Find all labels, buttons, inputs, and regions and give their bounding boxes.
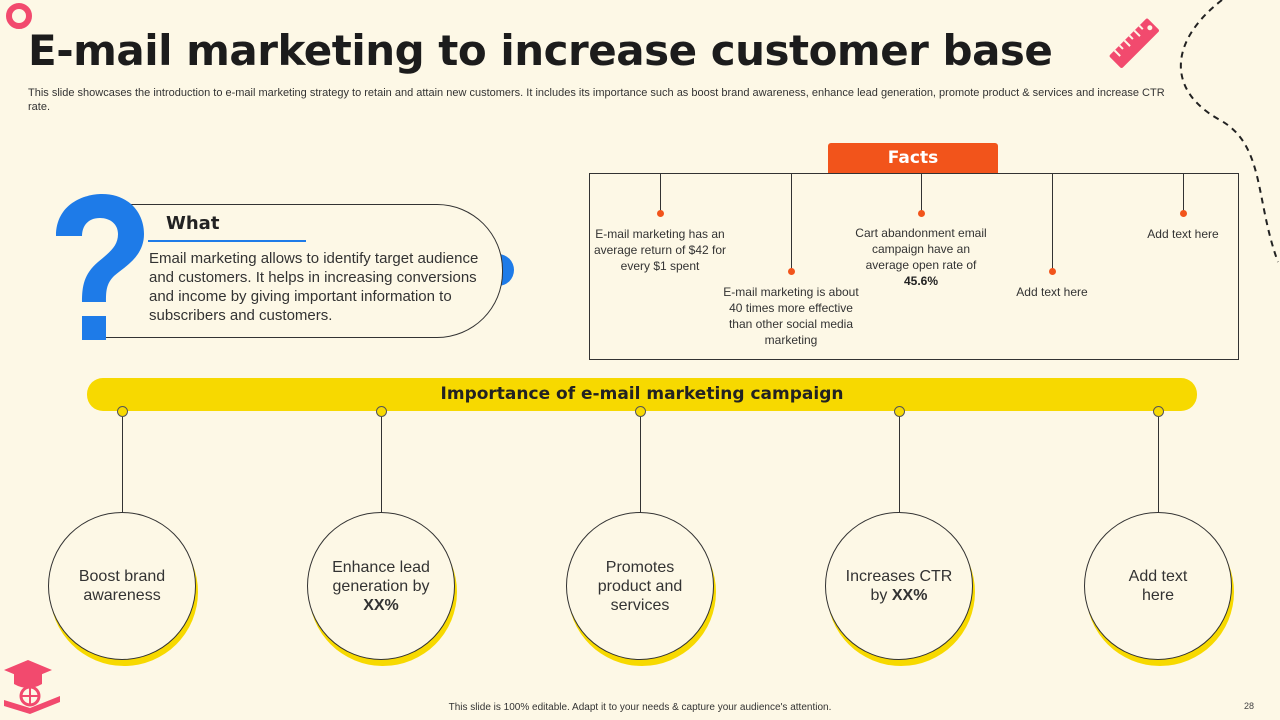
fact-connector <box>791 174 792 270</box>
slide-subtitle: This slide showcases the introduction to… <box>28 87 1165 113</box>
importance-dot <box>635 406 646 417</box>
slide-footer: This slide is 100% editable. Adapt it to… <box>448 702 832 713</box>
importance-item: Enhance lead generation by XX% <box>326 558 436 615</box>
fact-connector <box>921 174 922 212</box>
fact-dot <box>657 210 664 217</box>
importance-connector <box>899 413 900 513</box>
importance-item: Increases CTR by XX% <box>843 567 955 605</box>
importance-circle: Boost brand awareness <box>48 512 196 660</box>
fact-connector <box>1052 174 1053 270</box>
importance-item: Boost brand awareness <box>78 568 166 604</box>
fact-dot <box>1180 210 1187 217</box>
importance-item: Add text here <box>1128 568 1188 604</box>
fact-item: E-mail marketing is about 40 times more … <box>723 285 859 347</box>
importance-connector <box>122 413 123 513</box>
what-description: Email marketing allows to identify targe… <box>149 250 479 324</box>
what-title: What <box>166 213 220 234</box>
fact-item: Cart abandonment email campaign have an … <box>851 225 991 289</box>
importance-circle: Promotes product and services <box>566 512 714 660</box>
importance-item-highlight: XX% <box>363 596 399 614</box>
importance-bar-title: Importance of e-mail marketing campaign <box>87 378 1197 411</box>
what-underline <box>148 240 306 242</box>
importance-item-text: Enhance lead generation by <box>332 558 430 595</box>
fact-item-text: Cart abandonment email campaign have an … <box>855 226 987 272</box>
fact-item: Add text here <box>1147 227 1219 241</box>
importance-item-text: Increases CTR by <box>845 568 953 604</box>
importance-circle: Add text here <box>1084 512 1232 660</box>
graduation-book-icon <box>4 660 60 714</box>
slide-title: E-mail marketing to increase customer ba… <box>28 26 1053 75</box>
importance-item-highlight: XX% <box>891 587 928 604</box>
importance-circle: Enhance lead generation by XX% <box>307 512 455 660</box>
importance-dot <box>376 406 387 417</box>
importance-dot <box>1153 406 1164 417</box>
importance-item: Promotes product and services <box>597 558 683 614</box>
fact-dot <box>1049 268 1056 275</box>
importance-connector <box>1158 413 1159 513</box>
ring-icon <box>6 3 32 29</box>
importance-dot <box>894 406 905 417</box>
fact-connector <box>660 174 661 212</box>
fact-dot <box>788 268 795 275</box>
page-number: 28 <box>1244 701 1255 711</box>
facts-box <box>589 173 1239 360</box>
fact-item: E-mail marketing has an average return o… <box>593 227 727 273</box>
fact-item: Add text here <box>1016 285 1088 299</box>
importance-connector <box>381 413 382 513</box>
importance-connector <box>640 413 641 513</box>
importance-circle: Increases CTR by XX% <box>825 512 973 660</box>
facts-title: Facts <box>828 143 998 173</box>
ruler-icon <box>1109 18 1159 68</box>
fact-dot <box>918 210 925 217</box>
importance-dot <box>117 406 128 417</box>
fact-connector <box>1183 174 1184 212</box>
what-box <box>100 204 503 338</box>
question-mark-icon <box>56 194 144 340</box>
fact-item-highlight: 45.6% <box>903 274 939 288</box>
